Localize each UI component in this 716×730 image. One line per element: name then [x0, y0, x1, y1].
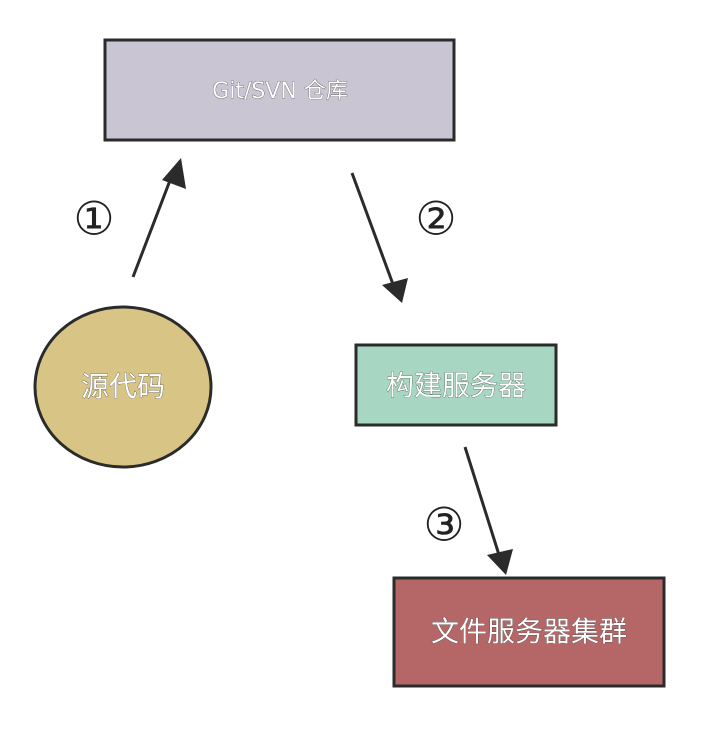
- step-2-label: ②: [415, 192, 456, 246]
- source-code-node: 源代码: [33, 305, 213, 469]
- arrow-3-line: [463, 446, 502, 559]
- repository-box: [103, 38, 456, 142]
- build-server-label: 构建服务器: [386, 369, 526, 402]
- arrow-2-line: [350, 172, 396, 288]
- build-server-box: [354, 343, 558, 427]
- repository-label: Git/SVN 仓库: [212, 79, 348, 104]
- build-server-node: 构建服务器: [354, 343, 558, 427]
- source-code-label: 源代码: [81, 370, 165, 403]
- step-1-label: ①: [73, 192, 114, 246]
- arrow-source-to-repo: [131, 158, 186, 278]
- file-server-cluster-node: 文件服务器集群: [392, 576, 666, 688]
- repository-node: Git/SVN 仓库: [103, 38, 456, 142]
- step-3-label: ③: [423, 498, 464, 552]
- arrow-3-head: [487, 549, 513, 575]
- file-server-cluster-box: [392, 576, 666, 688]
- arrow-build-to-cluster: [463, 446, 513, 575]
- source-code-circle: [33, 305, 213, 469]
- arrow-1-line: [131, 169, 176, 278]
- arrow-1-head: [162, 158, 186, 189]
- file-server-cluster-label: 文件服务器集群: [431, 615, 627, 648]
- arrow-repo-to-build: [350, 172, 408, 303]
- arrow-2-head: [382, 278, 408, 303]
